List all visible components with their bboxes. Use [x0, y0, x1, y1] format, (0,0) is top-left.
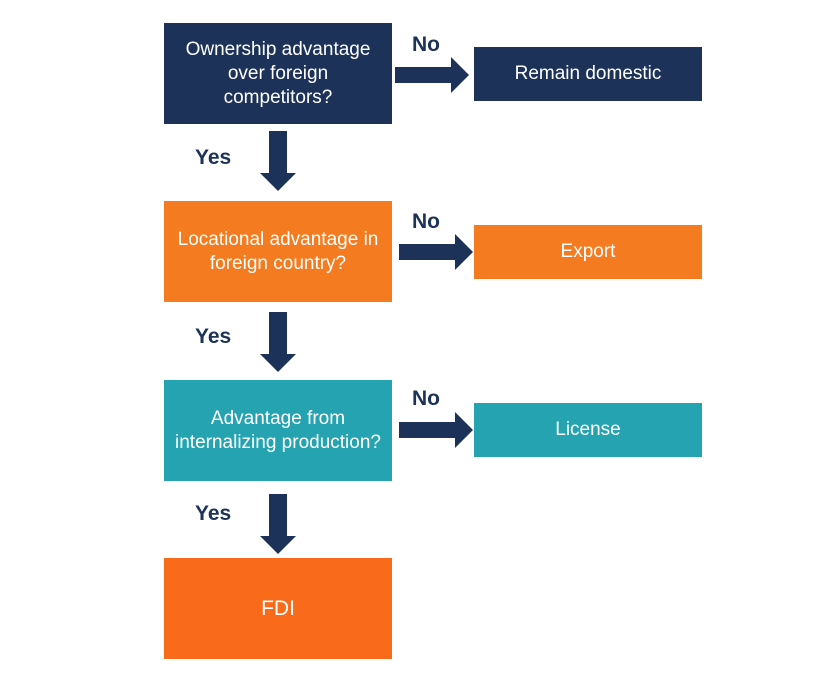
- no-arrow-3: [399, 412, 473, 448]
- question-text-internalizing: Advantage from internalizing production?: [175, 407, 381, 453]
- outcome-text-export: Export: [560, 241, 616, 262]
- outcome-box-license: License: [474, 403, 702, 457]
- no-label-2: No: [412, 210, 440, 233]
- question-box-ownership: Ownership advantage over foreign competi…: [164, 23, 392, 124]
- no-label-3: No: [412, 387, 440, 410]
- final-text-fdi: FDI: [261, 596, 295, 620]
- final-box-fdi: FDI: [164, 558, 392, 659]
- question-box-internalizing: Advantage from internalizing production?: [164, 380, 392, 481]
- question-box-locational: Locational advantage in foreign country?: [164, 201, 392, 302]
- yes-arrow-1: [260, 131, 296, 191]
- outcome-box-remain-domestic: Remain domestic: [474, 47, 702, 101]
- yes-label-3: Yes: [195, 502, 232, 525]
- yes-arrow-2: [260, 312, 296, 372]
- yes-label-1: Yes: [195, 146, 232, 169]
- no-arrow-1: [395, 57, 469, 93]
- yes-label-2: Yes: [195, 325, 232, 348]
- no-arrow-2: [399, 234, 473, 270]
- question-text-ownership: Ownership advantage over foreign competi…: [185, 38, 371, 108]
- outcome-text-license: License: [555, 419, 621, 440]
- outcome-text-remain-domestic: Remain domestic: [514, 63, 662, 84]
- no-label-1: No: [412, 33, 440, 56]
- yes-arrow-3: [260, 494, 296, 554]
- question-text-locational: Locational advantage in foreign country?: [177, 228, 379, 274]
- outcome-box-export: Export: [474, 225, 702, 279]
